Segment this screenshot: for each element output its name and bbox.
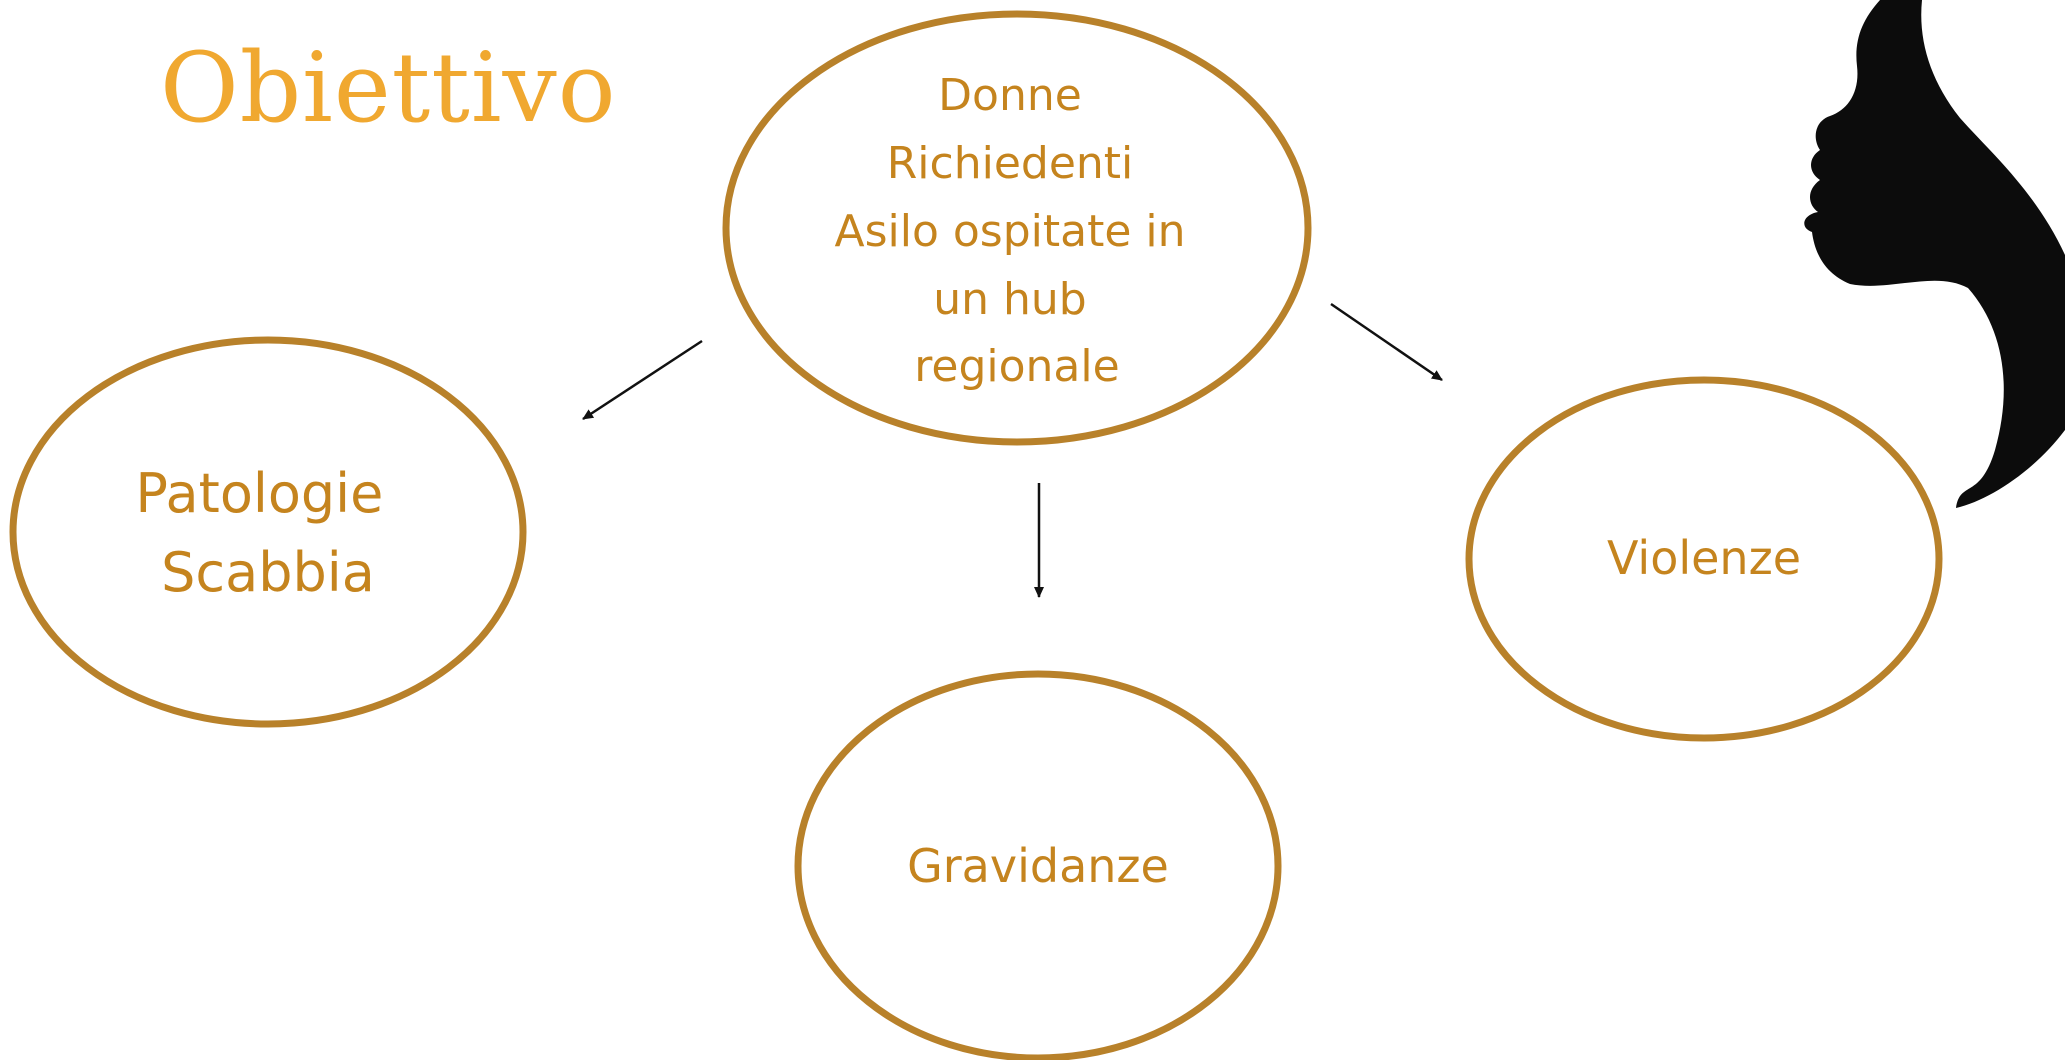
node-label-left: Patologie Scabbia (135, 462, 400, 604)
node-label-right: Violenze (1607, 531, 1801, 585)
arrow-to-right (1330, 302, 1443, 382)
node-label-line: Violenze (1607, 531, 1801, 585)
node-ellipse-center (722, 10, 1312, 446)
node-label-line: Richiedenti (887, 138, 1134, 189)
node-ellipse-bottom (794, 670, 1282, 1060)
node-label-line: Scabbia (161, 541, 375, 604)
node-label-line: Patologie (135, 462, 383, 525)
node-label-line: Gravidanze (907, 839, 1169, 893)
node-label-center: Donne Richiedenti Asilo ospitate in un h… (834, 70, 1199, 392)
node-ellipse-left (9, 336, 527, 728)
node-label-line: regionale (914, 341, 1119, 392)
node-label-line: un hub (933, 274, 1086, 325)
node-label-line: Donne (938, 70, 1082, 121)
slide-title: Obiettivo (160, 32, 617, 144)
node-label-bottom: Gravidanze (907, 839, 1169, 893)
woman-profile-silhouette-icon (1804, 0, 2065, 508)
node-label-line: Asilo ospitate in (834, 206, 1185, 257)
arrow-to-left (582, 339, 703, 421)
node-ellipse-right (1465, 376, 1943, 742)
